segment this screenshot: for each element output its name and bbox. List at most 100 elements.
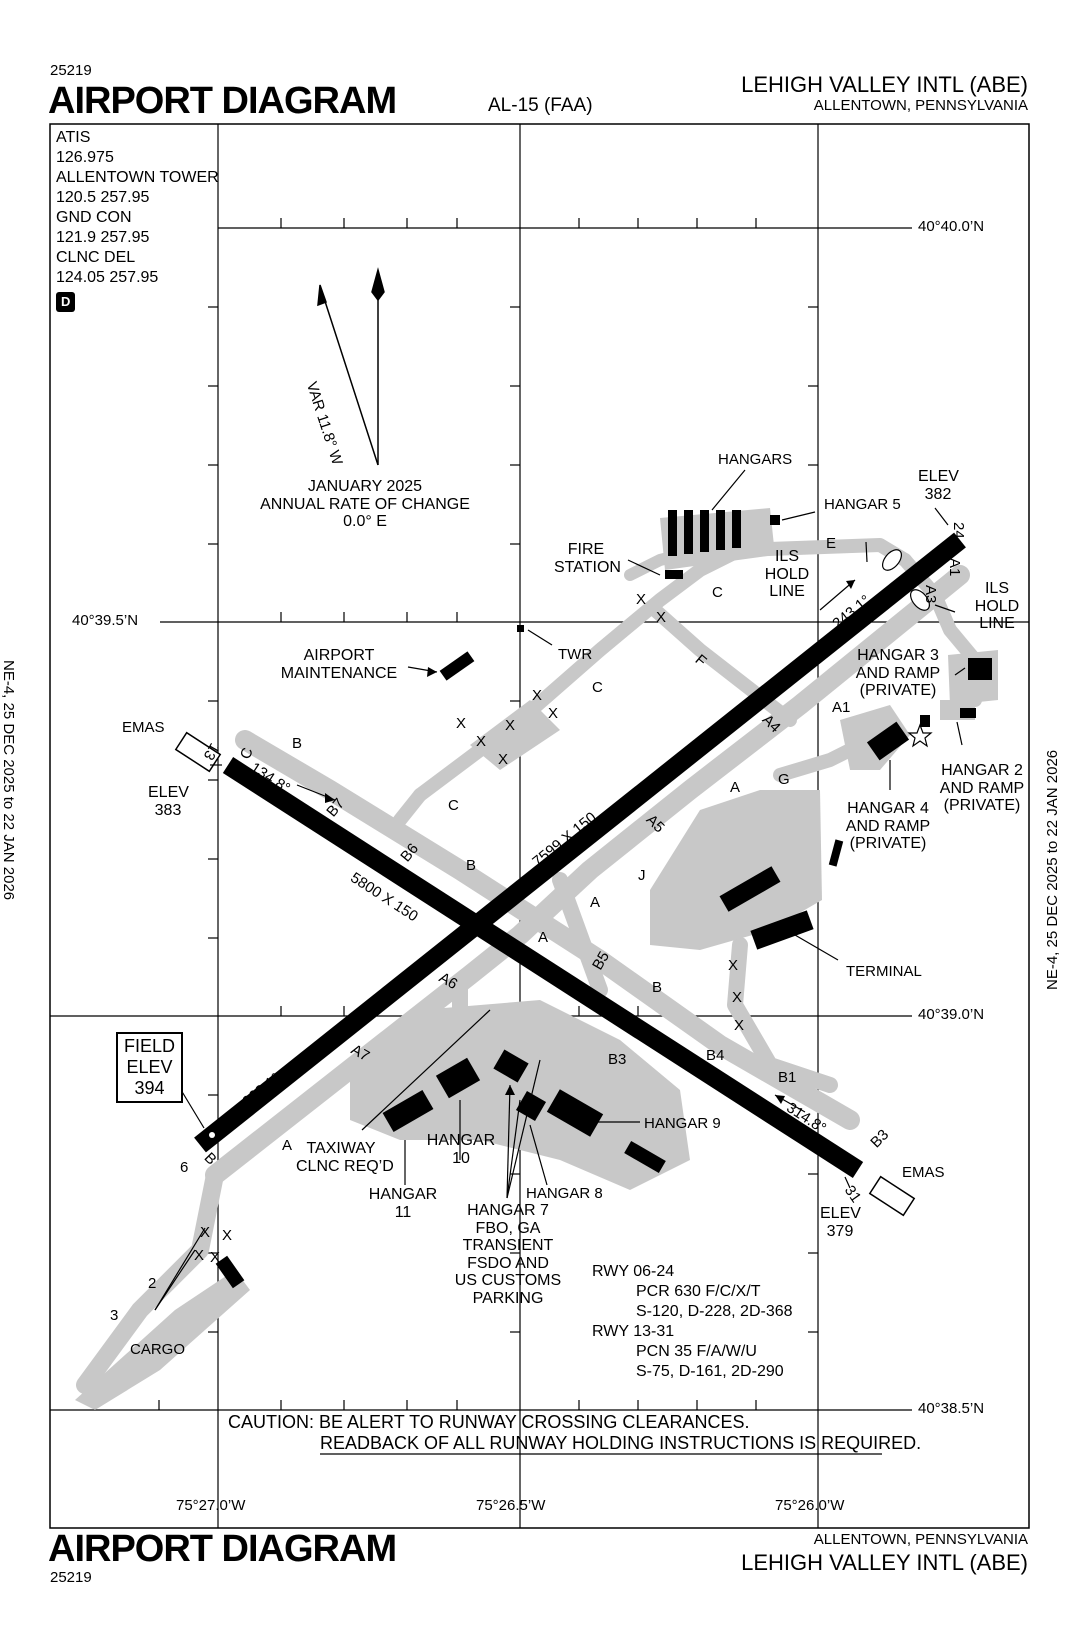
hangars-bar-5 — [732, 510, 741, 548]
ils-hold-line3: LINE — [769, 583, 805, 601]
taxiway-label-b: B — [652, 979, 663, 996]
north-arrows — [317, 267, 385, 466]
pavement-rwy-13-31-title: RWY 13-31 — [592, 1323, 675, 1340]
taxiway-label-a1: A1 — [946, 558, 963, 577]
header-volume-code: 25219 — [50, 62, 92, 79]
hotspot-mark: X — [210, 1249, 221, 1266]
terminal-building-1 — [719, 866, 781, 912]
pavement-info: RWY 06-24 PCR 630 F/C/X/T S-120, D-228, … — [592, 1262, 793, 1382]
hangar-7-line2: FBO, GA — [475, 1219, 541, 1237]
tower-frequency: 120.5 257.95 — [56, 189, 150, 206]
elev-24-value: 382 — [924, 485, 952, 503]
runway-13-31 — [222, 757, 864, 1178]
elev-13-label: ELEV — [148, 784, 189, 801]
hangars-bar-2 — [684, 510, 693, 554]
terminal-building-2 — [750, 910, 814, 950]
hotspot-mark: X — [548, 705, 559, 722]
hangar-7-label: HANGAR 7 FBO, GA TRANSIENT FSDO AND US C… — [448, 1202, 568, 1308]
cargo-number-2: 2 — [148, 1275, 157, 1292]
hangar-4-label: HANGAR 4 AND RAMP (PRIVATE) — [838, 800, 938, 853]
cargo-number-3: 3 — [110, 1307, 119, 1324]
arrowheads — [288, 580, 855, 1104]
hangar-4-line2: AND RAMP — [845, 817, 931, 835]
maintenance-line1: AIRPORT — [303, 647, 375, 664]
maintenance-line2: MAINTENANCE — [280, 664, 398, 682]
buildings — [215, 510, 992, 1289]
hangar-3-line3: (PRIVATE) — [859, 682, 937, 700]
taxiway-pavement — [76, 534, 982, 1394]
taxiway-label-a2: A3 — [922, 585, 939, 604]
ils-hold-2-line1: ILS — [984, 580, 1009, 597]
footer-city-state: ALLENTOWN, PENNSYLVANIA — [813, 1531, 1028, 1548]
cargo-building — [215, 1255, 245, 1289]
right-date-strip: NE-4, 25 DEC 2025 to 22 JAN 2026 — [1044, 749, 1061, 990]
hangar-7-line1: HANGAR 7 — [467, 1202, 549, 1219]
taxiway-label-c: E — [826, 535, 837, 552]
cargo-ramp — [75, 1270, 250, 1410]
tower-label: TWR — [558, 646, 593, 663]
hangar-11-line1: HANGAR — [368, 1186, 438, 1203]
pavement-rwy-13-31-weights: S-75, D-161, 2D-290 — [636, 1363, 784, 1380]
hangar-2-line2: AND RAMP — [939, 779, 1025, 797]
taxiway-label-b3: B4 — [706, 1047, 725, 1064]
hotspot-mark: X — [498, 751, 509, 768]
hotspot-mark: X — [456, 715, 467, 732]
fire-station-line2: STATION — [554, 558, 621, 576]
taxiway-label-a: A1 — [832, 699, 851, 716]
hotspot-mark: X — [732, 989, 743, 1006]
footer-title: AIRPORT DIAGRAM — [48, 1528, 397, 1570]
hangar-2-label: HANGAR 2 AND RAMP (PRIVATE) — [932, 762, 1032, 815]
emas-13 — [174, 731, 222, 773]
emas-31-label: EMAS — [902, 1164, 945, 1181]
taxiway-label-a: A — [730, 779, 741, 796]
south-ramp — [350, 1000, 690, 1190]
pavement-rwy-06-24-pcr: PCR 630 F/C/X/T — [636, 1283, 761, 1300]
frequency-block: ATIS 126.975 ALLENTOWN TOWER 120.5 257.9… — [56, 128, 219, 312]
taxiway-clnc-line2: CLNC REQ’D — [296, 1157, 394, 1175]
hangar-4-line3: (PRIVATE) — [849, 835, 927, 853]
taxiway-label-c: C — [592, 679, 603, 696]
lat-bottom-label: 40°38.5’N — [918, 1400, 985, 1417]
hangar-3-line2: AND RAMP — [855, 664, 941, 682]
ils-hold-oval-1 — [882, 549, 902, 571]
elev-31-block: ELEV 379 — [820, 1205, 861, 1240]
taxiway-cargo — [76, 1166, 224, 1394]
taxiway-label-b: B — [292, 735, 303, 752]
hotspot-mark: X — [532, 687, 543, 704]
hangar-3-building — [968, 658, 992, 680]
hangar-11-line2: 11 — [394, 1203, 412, 1221]
field-elev-line2: ELEV — [126, 1057, 173, 1077]
hangar-2-building — [960, 708, 976, 718]
hangar-11-label: HANGAR 11 — [366, 1186, 440, 1221]
hotspot-mark: X — [476, 733, 487, 750]
runway-end-24: 24 — [950, 522, 967, 539]
hangars-label: HANGARS — [718, 451, 793, 468]
elev-24-block: ELEV 382 — [918, 468, 959, 503]
hotspot-mark: X — [200, 1224, 211, 1241]
hangars-bar-4 — [716, 510, 725, 550]
hotspot-mark: X — [734, 1017, 745, 1034]
taxiway-south-east — [727, 937, 838, 1093]
caution-line-1: CAUTION: BE ALERT TO RUNWAY CROSSING CLE… — [228, 1412, 750, 1432]
hangars-bar-3 — [700, 510, 709, 552]
hangar-2-line3: (PRIVATE) — [943, 797, 1021, 815]
maintenance-building — [439, 651, 475, 681]
maintenance-ramp — [470, 700, 560, 770]
hangar-3-line1: HANGAR 3 — [857, 647, 939, 664]
elev-13-block: ELEV 383 — [148, 784, 189, 819]
hotspot-mark: X — [636, 591, 647, 608]
taxiway-label-b3: B3 — [608, 1051, 627, 1068]
header-title: AIRPORT DIAGRAM — [48, 80, 397, 122]
d-badge-icon: D — [56, 292, 76, 312]
hangar-10-line2: 10 — [452, 1149, 470, 1167]
runways — [194, 532, 966, 1178]
ils-hold-2-line3: LINE — [979, 615, 1015, 633]
footer-volume-code: 25219 — [50, 1569, 92, 1586]
hangar-9-building — [546, 1089, 604, 1137]
taxiway-label-g: J — [638, 867, 646, 884]
footer-airport-name: LEHIGH VALLEY INTL (ABE) — [741, 1550, 1028, 1575]
rate-of-change-label: ANNUAL RATE OF CHANGE — [260, 495, 470, 513]
elev-24-label: ELEV — [918, 468, 959, 485]
ground-label: GND CON — [56, 209, 132, 226]
left-date-strip: NE-4, 25 DEC 2025 to 22 JAN 2026 — [0, 660, 17, 901]
